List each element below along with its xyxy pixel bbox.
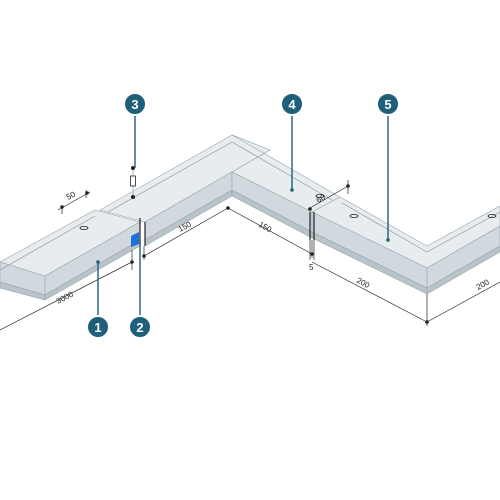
callout-3: 3	[123, 92, 147, 116]
callout-2: 2	[128, 315, 152, 339]
callout-5: 5	[376, 92, 400, 116]
callout-1: 1	[86, 315, 110, 339]
callout-1-label: 1	[94, 320, 101, 335]
joint-right	[309, 212, 315, 240]
suspension-wire	[130, 166, 136, 199]
callout-leaders	[96, 116, 390, 316]
dimension-lines	[0, 180, 500, 331]
dimension-150-right: 150	[257, 220, 274, 235]
joint-left	[131, 218, 146, 247]
dimension-5: 5	[309, 263, 314, 272]
straight-profile-right	[311, 196, 500, 295]
dimension-200-left: 200	[355, 276, 371, 290]
callout-3-label: 3	[131, 97, 138, 112]
straight-profile-left	[0, 209, 141, 301]
corner-profile-up	[99, 134, 271, 247]
callout-4: 4	[280, 92, 304, 116]
callout-4-label: 4	[288, 97, 296, 112]
callout-2-label: 2	[136, 320, 143, 335]
connector-clip	[131, 232, 139, 247]
dimension-200-right: 200	[475, 277, 491, 291]
callout-5-label: 5	[384, 97, 391, 112]
